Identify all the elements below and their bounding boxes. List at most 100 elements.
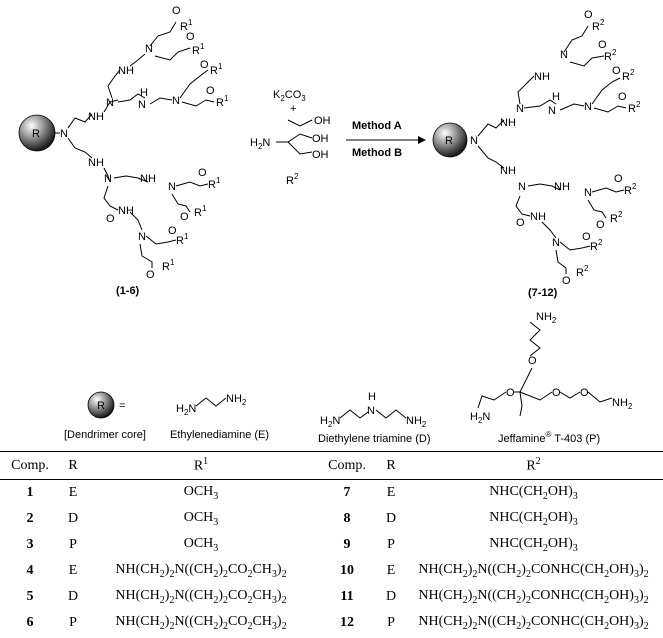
deta-caption: Diethylene triamine (D): [318, 433, 430, 445]
left-r1-7: R1: [176, 232, 189, 247]
left-nh-5: NH: [118, 205, 134, 217]
cell-r1: OCH3: [183, 510, 219, 528]
right-h-1: H: [552, 91, 560, 103]
legend-core-sphere: [87, 391, 115, 419]
cell-r: D: [67, 511, 79, 526]
legend-core-letter: R: [97, 400, 105, 412]
right-o-3: O: [612, 65, 621, 77]
core-legend: R = [Dendrimer core] H2N NH2 Ethylenedia…: [64, 311, 633, 445]
right-n-4: N: [584, 101, 592, 113]
right-o-7: O: [516, 217, 525, 229]
cell-r2: NHC(CH2OH)3: [489, 536, 578, 554]
table-header-row: Comp. R R1 Comp. R R2: [0, 451, 663, 480]
cell-comp: 1: [26, 485, 34, 500]
cell-r1: NH(CH2)2N((CH2)2CO2CH3)2: [115, 562, 287, 580]
cell-r-2: E: [386, 485, 396, 500]
left-core-letter: R: [32, 128, 40, 140]
right-n-3: N: [548, 105, 556, 117]
jeff-nh2-right: NH2: [612, 397, 633, 411]
left-r1-3: R1: [210, 62, 223, 77]
deta-h: H: [368, 391, 376, 403]
cell-r2: NH(CH2)2N((CH2)2CONHC(CH2OH)3)2: [418, 614, 649, 632]
cell-r: E: [68, 563, 78, 578]
jeff-h2n: H2N: [470, 411, 490, 425]
header-r1: R1: [86, 451, 316, 480]
right-o-4: O: [618, 91, 627, 103]
left-o-4: O: [206, 85, 215, 97]
cell-r-2: D: [385, 589, 397, 604]
deta-n: N: [367, 405, 375, 417]
cell-r1: OCH3: [183, 484, 219, 502]
right-nh-2: NH: [534, 71, 550, 83]
right-r2-6: R2: [610, 210, 623, 225]
right-o-9: O: [562, 275, 571, 287]
reagent-block: K2CO3 + OH H2N OH OH R2: [250, 89, 331, 187]
cell-r: E: [68, 485, 78, 500]
right-core-sphere: [432, 122, 468, 158]
cell-comp: 5: [26, 589, 34, 604]
cell-r2: NH(CH2)2N((CH2)2CONHC(CH2OH)3)2: [418, 588, 649, 606]
cell-comp: 3: [26, 537, 34, 552]
cell-r1: NH(CH2)2N((CH2)2CO2CH3)2: [115, 614, 287, 632]
header-r: R: [60, 451, 86, 480]
table-row: 1 E OCH3 7 E NHC(CH2OH)3: [0, 480, 663, 507]
left-compound-label: (1-6): [116, 285, 140, 297]
eda-nh2: NH2: [226, 393, 247, 407]
right-nh-3: NH: [500, 165, 516, 177]
oh-label-1: OH: [314, 115, 331, 127]
cell-comp-2: 12: [340, 615, 354, 630]
jeff-o-3: O: [552, 387, 561, 399]
left-o-8: O: [168, 225, 177, 237]
cell-r2: NHC(CH2OH)3: [489, 510, 578, 528]
left-r1-2: R1: [192, 42, 205, 57]
left-o-7: O: [106, 213, 115, 225]
jeff-o-2: O: [506, 387, 515, 399]
right-nh-1: NH: [500, 117, 516, 129]
legend-equals: =: [119, 400, 125, 412]
right-o-8: O: [582, 231, 591, 243]
right-o-5: O: [614, 173, 623, 185]
header-r2: R2: [404, 451, 663, 480]
left-dendrimer: R N NH N NH N O R1 O R1 H N N O R1 O R1 …: [18, 5, 229, 297]
deta-nh2: NH2: [406, 415, 427, 429]
cell-r-2: E: [386, 563, 396, 578]
header-r-2: R: [378, 451, 404, 480]
right-n-2: N: [560, 49, 568, 61]
jeff-caption: Jeffamine® T-403 (P): [498, 430, 600, 445]
left-n-3: N: [138, 99, 146, 111]
right-nh-4: NH: [554, 181, 570, 193]
left-r1-4: R1: [216, 94, 229, 109]
cell-r: D: [67, 589, 79, 604]
right-r2-4: R2: [628, 100, 641, 115]
plus-sign: +: [290, 103, 296, 115]
cell-comp-2: 7: [343, 485, 351, 500]
right-dendrimer: R N NH N NH N O R2 O R2 H N N O R2 O R2 …: [432, 9, 641, 299]
cell-r2: NHC(CH2OH)3: [489, 484, 578, 502]
left-nh-2: NH: [118, 65, 134, 77]
right-nh-5: NH: [530, 211, 546, 223]
legend-core-caption: [Dendrimer core]: [64, 429, 146, 441]
right-r2-1: R2: [592, 18, 605, 33]
left-o-5: O: [198, 167, 207, 179]
cell-r1: OCH3: [183, 536, 219, 554]
reaction-arrow: Method A Method B: [346, 120, 426, 159]
left-nh-3: NH: [88, 157, 104, 169]
cell-comp-2: 9: [343, 537, 351, 552]
r2-reagent-label: R2: [286, 172, 299, 187]
left-r1-8: R1: [162, 258, 175, 273]
left-core-n: N: [60, 128, 68, 140]
right-o-6: O: [596, 219, 605, 231]
right-n-6: N: [584, 187, 592, 199]
right-n-7: N: [552, 237, 560, 249]
left-h-1: H: [140, 87, 148, 99]
cell-r-2: D: [385, 511, 397, 526]
method-b-label: Method B: [352, 147, 402, 159]
right-r2-7: R2: [590, 238, 603, 253]
cell-comp-2: 10: [340, 563, 354, 578]
